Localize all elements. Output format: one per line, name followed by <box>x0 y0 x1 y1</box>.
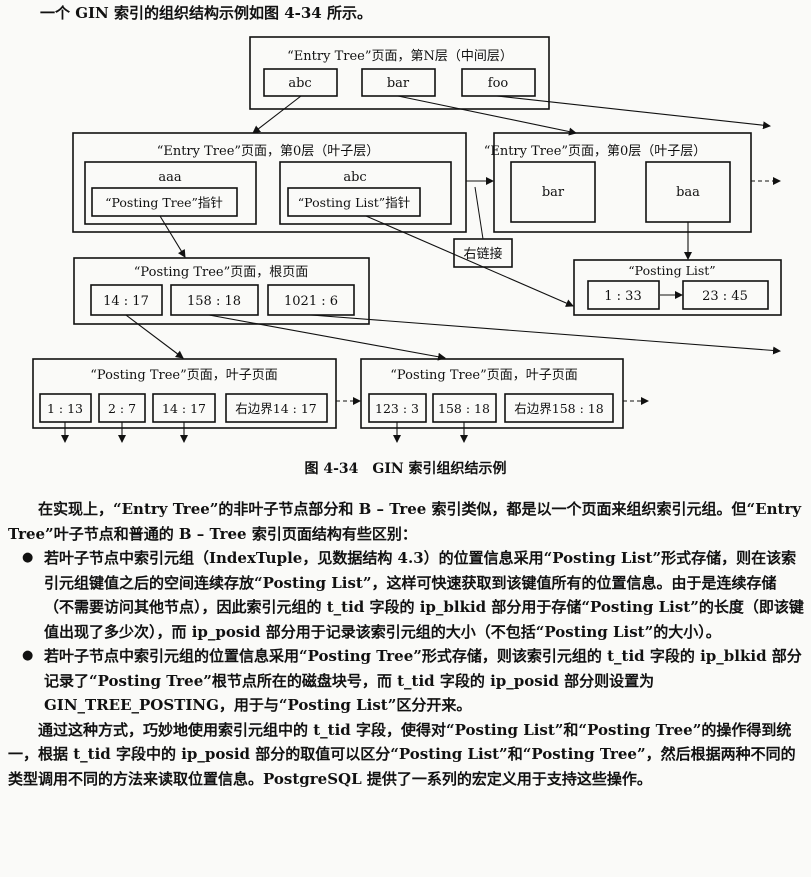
posting-list-item-2 <box>682 280 769 310</box>
entry-leaf-left-key-2: abc <box>343 170 366 185</box>
body-text: 在实现上，“Entry Tree”的非叶子节点部分和 B – Tree 索引类似… <box>8 497 806 791</box>
entry-leaf-left-cell-2 <box>279 161 452 225</box>
entry-mid-title: “Entry Tree”页面，第N层（中间层） <box>287 49 513 64</box>
arrow-root-to-leaf-1 <box>125 314 184 359</box>
posting-leaf-1-item-4-label: 右边界14 : 17 <box>235 401 317 416</box>
posting-list-item-1 <box>587 280 660 310</box>
entry-leaf-left-ptr-2-label: “Posting List”指针 <box>298 195 410 210</box>
posting-leaf-2-page <box>360 358 624 429</box>
posting-leaf-1-item-4 <box>225 393 328 423</box>
entry-leaf-left-ptr-1 <box>91 187 238 217</box>
bullet-text-1: 若叶子节点中索引元组（IndexTuple，见数据结构 4.3）的位置信息采用“… <box>44 549 804 641</box>
arrow-root-to-leaf-2 <box>208 314 446 361</box>
entry-leaf-left-cell-1 <box>84 161 257 225</box>
entry-leaf-left-title: “Entry Tree”页面，第0层（叶子层） <box>157 144 380 159</box>
bullet-item-1: ● 若叶子节点中索引元组（IndexTuple，见数据结构 4.3）的位置信息采… <box>8 546 806 644</box>
posting-leaf-2-item-3-label: 右边界158 : 18 <box>514 401 603 416</box>
entry-mid-key-3-label: foo <box>488 76 509 91</box>
posting-list-item-2-label: 23 : 45 <box>702 289 748 304</box>
posting-list-item-1-label: 1 : 33 <box>604 289 641 304</box>
posting-leaf-1-item-2-label: 2 : 7 <box>108 401 136 416</box>
posting-leaf-2-item-2-label: 158 : 18 <box>438 401 490 416</box>
posting-list-page <box>573 259 782 316</box>
bullet-icon: ● <box>22 550 34 565</box>
bullet-icon: ● <box>22 648 34 663</box>
posting-root-page <box>73 257 370 325</box>
paragraph-2: 通过这种方式，巧妙地使用索引元组中的 t_tid 字段，使得对“Posting … <box>8 720 796 788</box>
posting-root-item-2 <box>170 284 259 316</box>
bullet-item-2: ● 若叶子节点中索引元组的位置信息采用“Posting Tree”形式存储，则该… <box>8 644 806 718</box>
entry-mid-page <box>249 36 550 110</box>
arrow-posting-list-ptr <box>365 215 574 307</box>
intro-text: 一个 GIN 索引的组织结构示例如图 4-34 所示。 <box>40 4 372 22</box>
entry-leaf-right-key-1 <box>510 161 596 223</box>
posting-leaf-2-title: “Posting Tree”页面，叶子页面 <box>390 368 578 383</box>
entry-leaf-left-ptr-1-label: “Posting Tree”指针 <box>105 195 223 210</box>
entry-leaf-right-title: “Entry Tree”页面，第0层（叶子层） <box>484 144 707 159</box>
posting-leaf-1-item-3-label: 14 : 17 <box>162 401 206 416</box>
figure-caption: 图 4-34 GIN 索引组织结示例 <box>304 461 507 477</box>
posting-leaf-1-title: “Posting Tree”页面，叶子页面 <box>90 368 278 383</box>
arrow-root-item-3 <box>310 314 781 355</box>
arrow-mid-to-leaf-right <box>397 95 577 136</box>
right-link-pointer <box>474 186 484 240</box>
entry-leaf-left-page <box>72 132 467 233</box>
paragraph-1: 在实现上，“Entry Tree”的非叶子节点部分和 B – Tree 索引类似… <box>8 500 802 543</box>
entry-leaf-left-key-1: aaa <box>158 170 182 185</box>
entry-leaf-right-page <box>493 132 752 233</box>
arrow-mid-foo <box>496 95 771 130</box>
bullet-text-2: 若叶子节点中索引元组的位置信息采用“Posting Tree”形式存储，则该索引… <box>44 647 802 714</box>
posting-list-title: “Posting List” <box>628 263 715 278</box>
posting-leaf-2-item-3 <box>504 393 614 423</box>
entry-leaf-right-key-1-label: bar <box>542 185 565 200</box>
entry-mid-key-1-label: abc <box>288 76 311 91</box>
gin-index-diagram: “Entry Tree”页面，第N层（中间层） abc bar foo “Ent… <box>32 36 782 443</box>
posting-root-item-2-label: 158 : 18 <box>187 294 241 309</box>
posting-leaf-1-item-1-label: 1 : 13 <box>47 401 83 416</box>
entry-mid-key-2-label: bar <box>387 76 410 91</box>
posting-root-item-1-label: 14 : 17 <box>103 294 149 309</box>
posting-root-item-3-label: 1021 : 6 <box>284 294 338 309</box>
arrow-mid-to-leaf-left <box>252 95 302 134</box>
posting-root-title: “Posting Tree”页面，根页面 <box>134 265 309 280</box>
entry-leaf-right-key-2-label: baa <box>676 185 700 200</box>
entry-leaf-left-ptr-2 <box>287 187 421 217</box>
arrow-posting-tree-ptr <box>159 215 186 258</box>
right-link-label: 右链接 <box>463 246 502 262</box>
posting-leaf-2-item-1-label: 123 : 3 <box>375 401 419 416</box>
